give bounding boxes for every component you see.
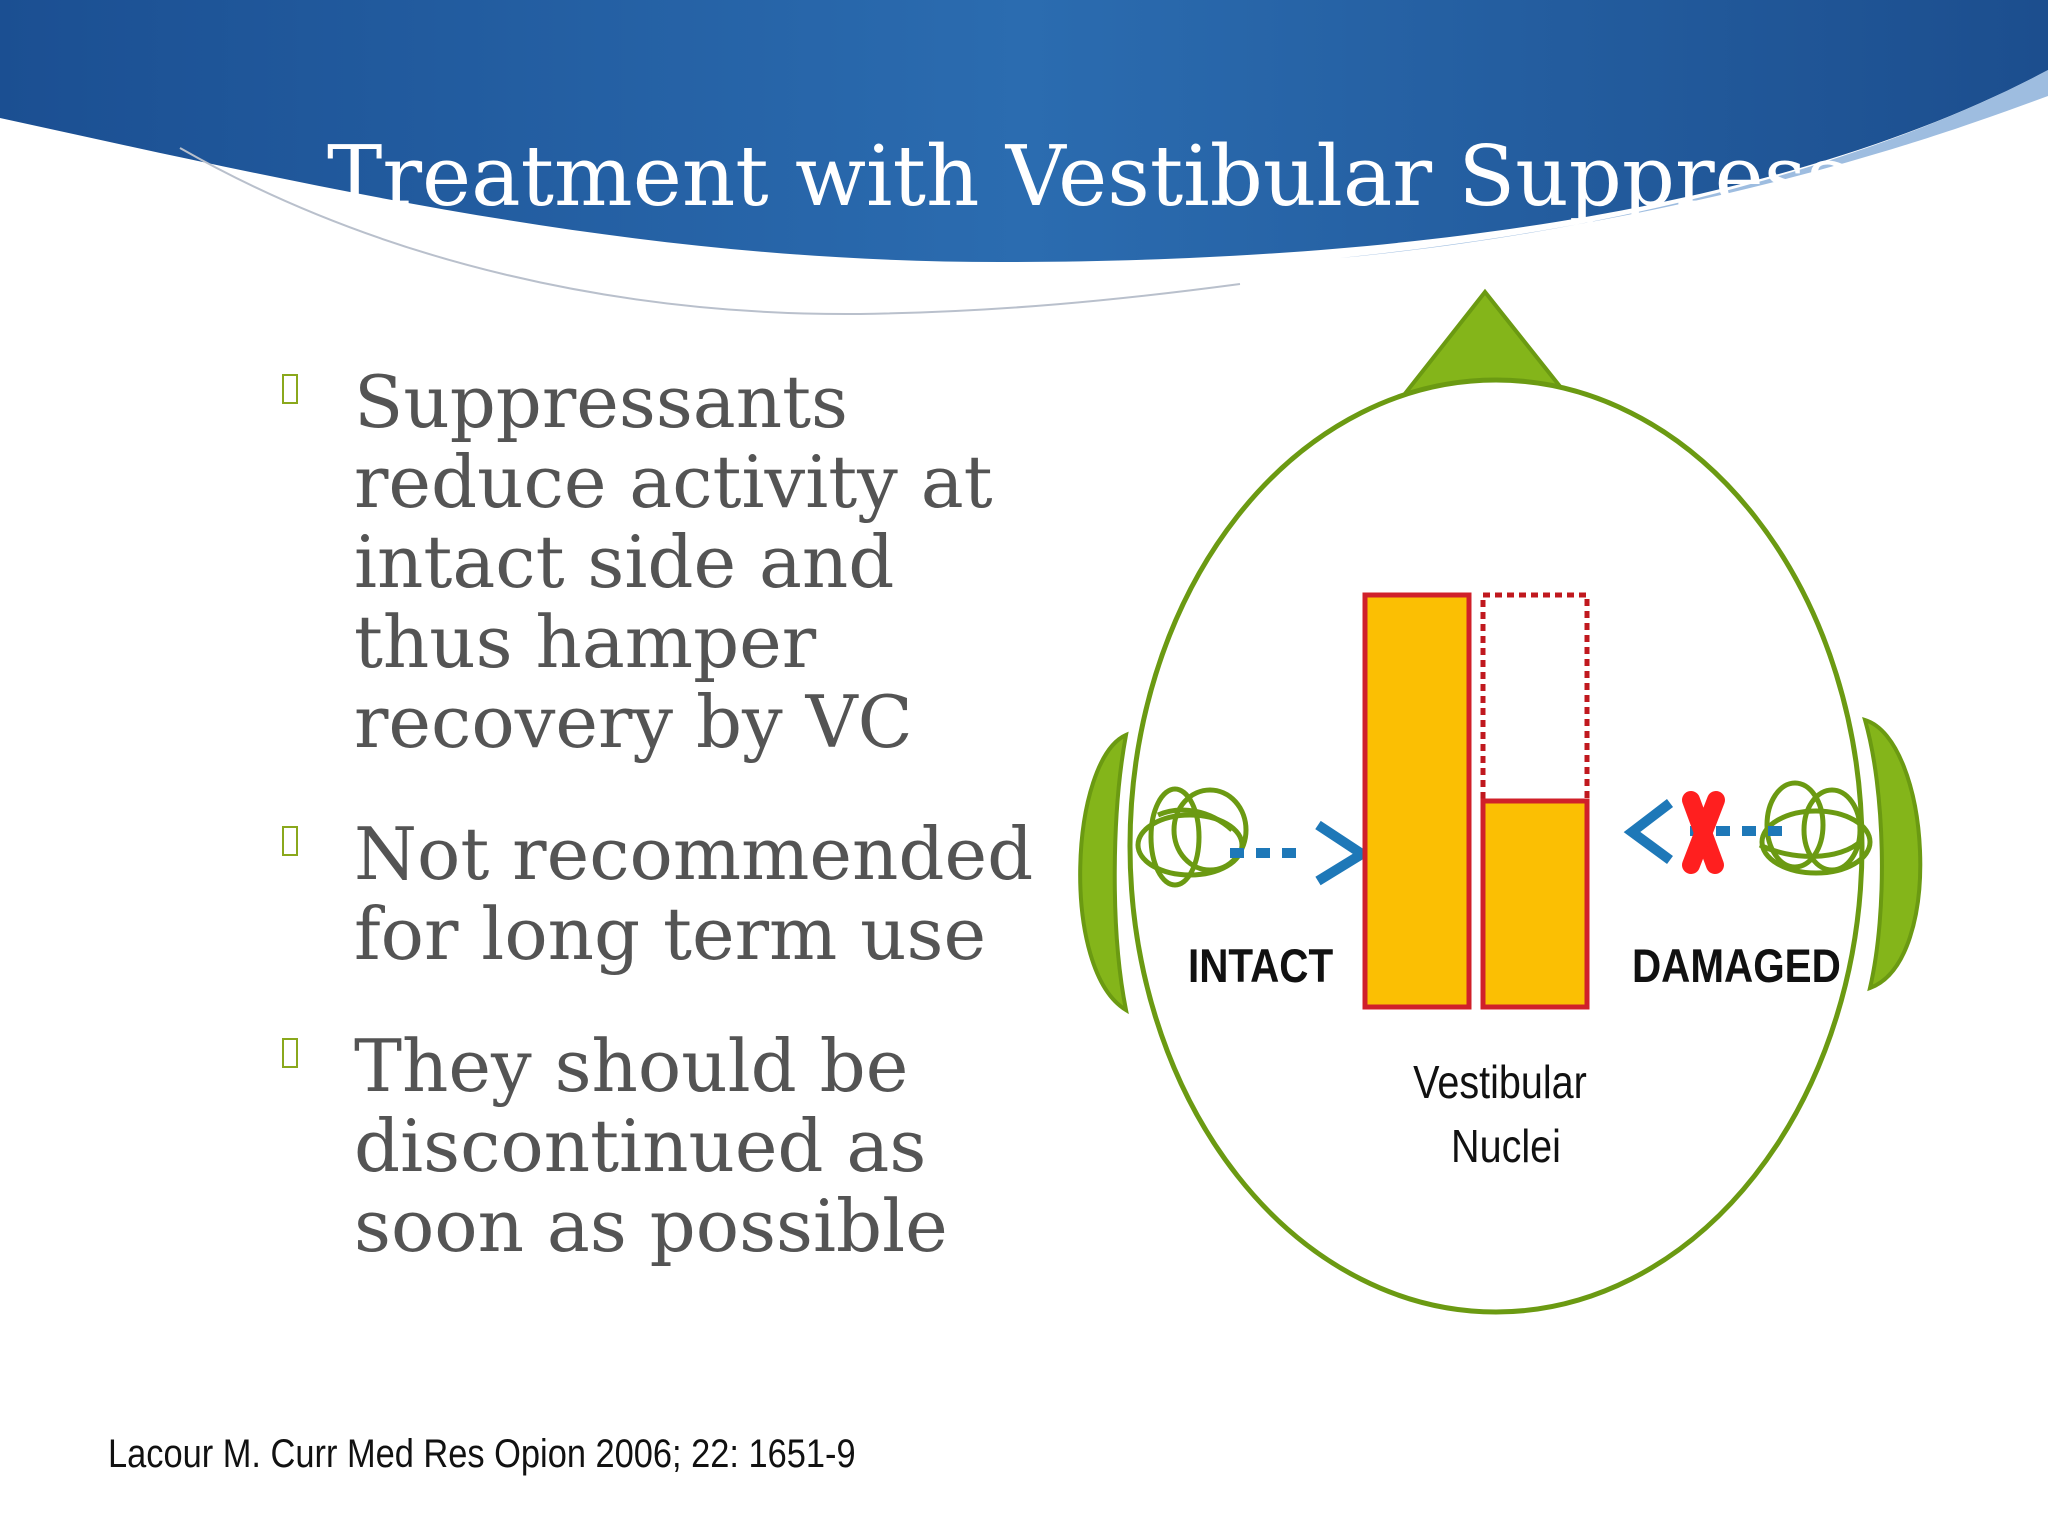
vestibular-nuclei-label-line2: Nuclei (1451, 1121, 1561, 1172)
bullet-marker-icon (282, 1038, 298, 1068)
right-labyrinth-icon (1758, 780, 1873, 876)
bullet-item: Not recommended for long term use (278, 814, 1038, 974)
bullet-text: Not recommended for long term use (354, 812, 1034, 976)
bullet-text: They should be discontinued as soon as p… (354, 1024, 948, 1268)
left-labyrinth-icon (1135, 786, 1249, 888)
intact-label: INTACT (1188, 940, 1333, 993)
bullet-marker-icon (282, 826, 298, 856)
vestibular-nuclei-label-line1: Vestibular (1413, 1057, 1587, 1108)
bullet-item: They should be discontinued as soon as p… (278, 1026, 1038, 1266)
bullet-list: Suppressants reduce activity at intact s… (278, 362, 1038, 1318)
slide-title: Treatment with Vestibular Suppressants (327, 128, 2028, 225)
cross-icon (1682, 791, 1725, 874)
header-wave (0, 0, 2048, 316)
citation: Lacour M. Curr Med Res Opion 2006; 22: 1… (108, 1432, 856, 1476)
intact-arrow-icon (1230, 820, 1372, 886)
bullet-marker-icon (282, 374, 298, 404)
damaged-activity-bar (1480, 798, 1590, 1010)
intact-activity-bar (1362, 592, 1472, 1010)
bullet-item: Suppressants reduce activity at intact s… (278, 362, 1038, 762)
vestibular-diagram: INTACT DAMAGED Vestibular Nuclei (1078, 288, 1923, 1315)
bullet-text: Suppressants reduce activity at intact s… (354, 360, 993, 764)
damaged-label: DAMAGED (1632, 940, 1841, 993)
left-ear-icon (1078, 731, 1129, 1015)
right-ear-icon (1862, 716, 1923, 992)
